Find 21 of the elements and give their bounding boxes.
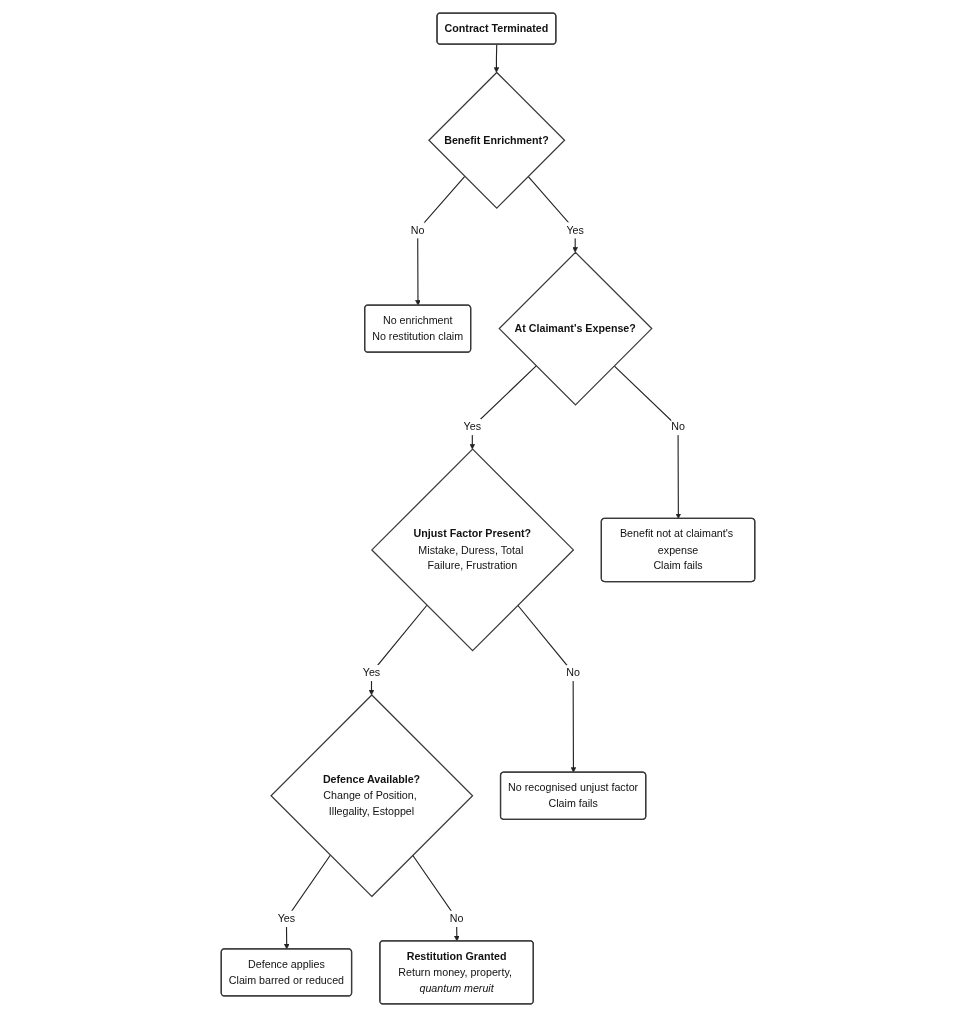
node-diamond: Defence Available? Change of Position, Illegality, Estoppel xyxy=(270,694,474,898)
edge-label: Yes xyxy=(463,420,482,433)
edge-label: No xyxy=(449,912,464,925)
edge-label: No xyxy=(410,224,425,237)
arrow xyxy=(415,175,466,306)
node-diamond: Benefit Enrichment? xyxy=(428,71,566,209)
arrow xyxy=(517,604,577,773)
edge-label: Yes xyxy=(277,912,296,925)
arrow xyxy=(412,854,460,942)
edge-label: No xyxy=(566,666,580,679)
edge-label: Yes xyxy=(566,224,584,237)
arrow xyxy=(469,365,537,450)
arrow xyxy=(613,365,682,519)
arrow xyxy=(368,604,428,696)
arrow xyxy=(493,43,500,73)
arrow xyxy=(283,854,331,950)
node-diamond: Unjust Factor Present? Mistake, Duress, Total Failure, Frustration xyxy=(371,448,575,652)
arrow xyxy=(527,175,578,253)
edge-label: Yes xyxy=(362,666,381,679)
node-diamond: At Claimant's Expense? xyxy=(498,251,653,406)
edge-label: No xyxy=(671,420,685,433)
